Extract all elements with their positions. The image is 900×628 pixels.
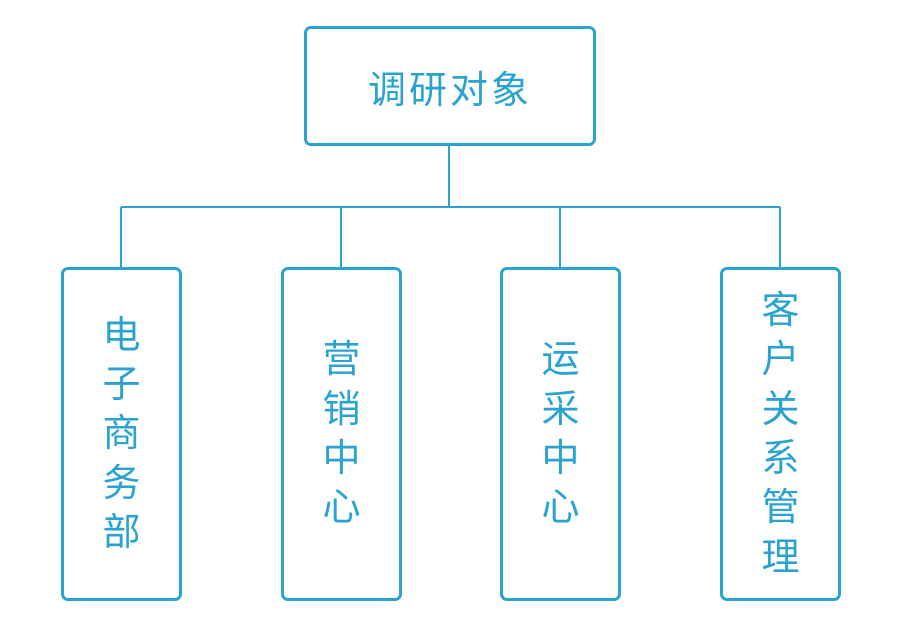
child-node-label: 客户关系管理 (761, 287, 800, 579)
child-node-ecommerce: 电子商务部 (61, 267, 182, 601)
child-node-logistics: 运采中心 (500, 267, 621, 601)
child-node-label: 运采中心 (541, 337, 580, 530)
root-node-label: 调研对象 (367, 67, 532, 112)
root-node: 调研对象 (304, 26, 596, 146)
child-node-label: 营销中心 (322, 337, 361, 530)
child-node-crm: 客户关系管理 (720, 267, 841, 601)
child-node-label: 电子商务部 (102, 312, 141, 555)
child-node-marketing: 营销中心 (281, 267, 402, 601)
